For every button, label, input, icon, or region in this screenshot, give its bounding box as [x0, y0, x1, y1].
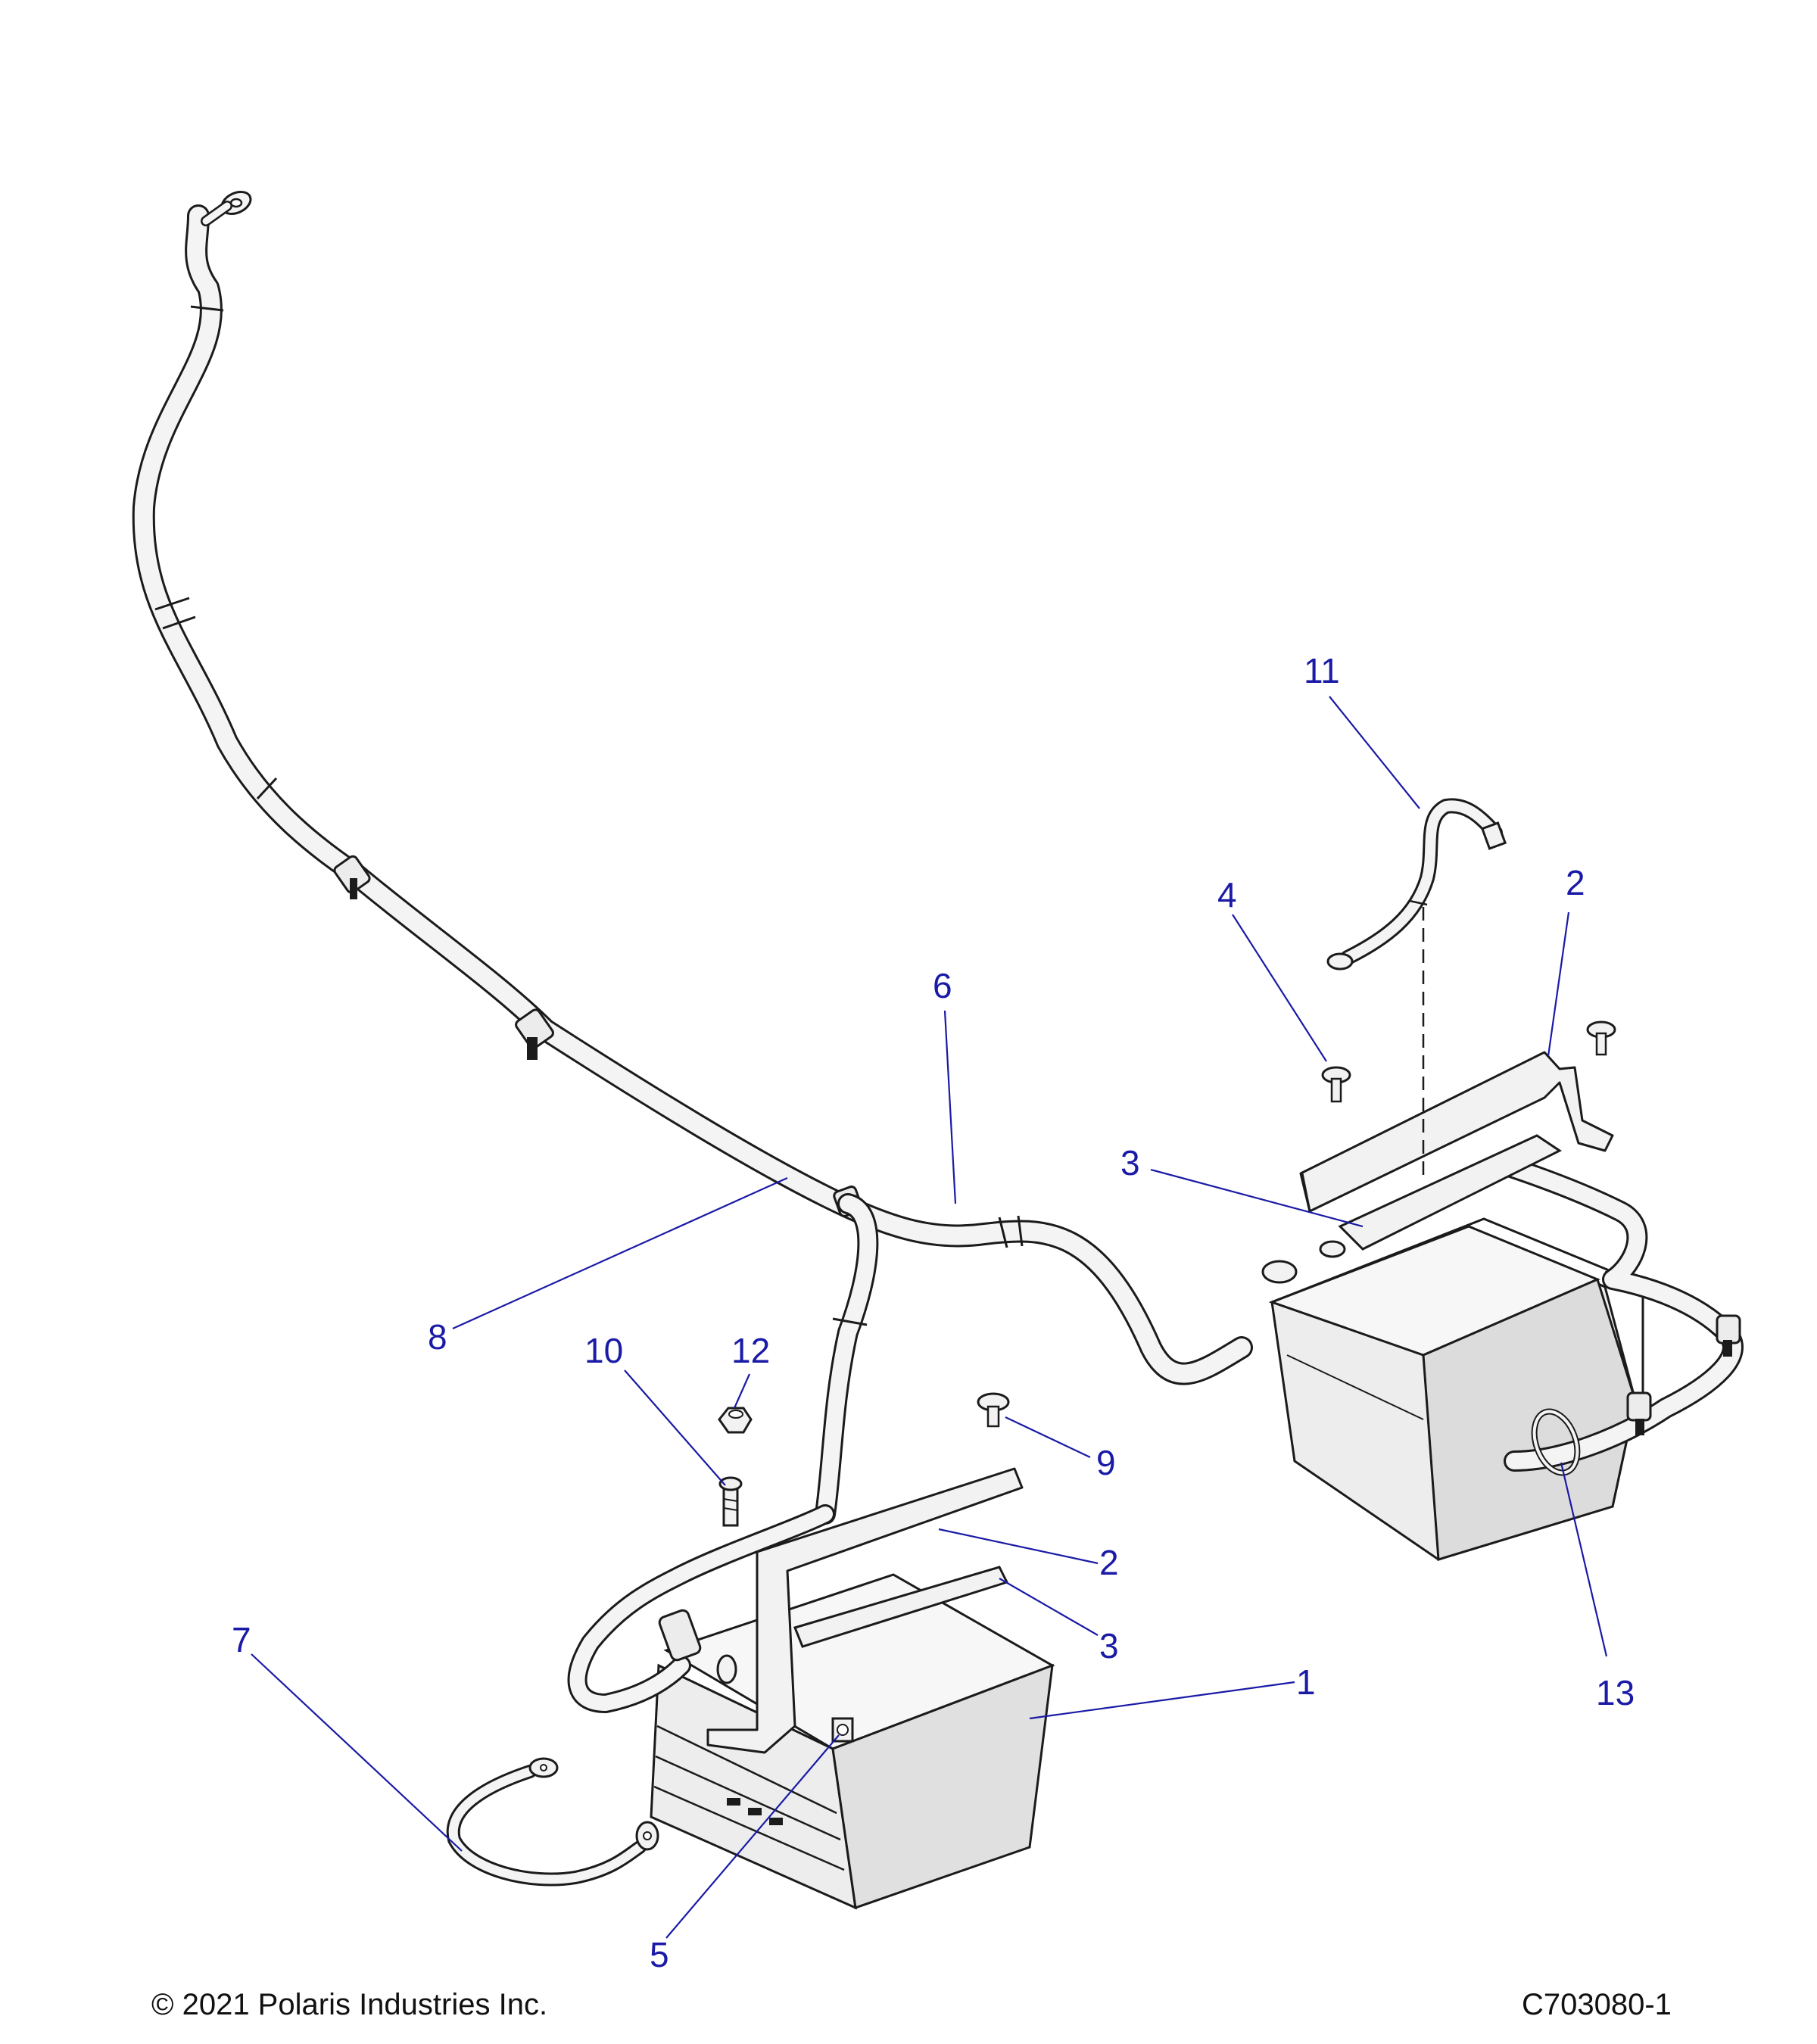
leader-lines — [251, 696, 1608, 1939]
callout-3-rear: 3 — [1120, 1143, 1140, 1182]
rear-battery — [1261, 1217, 1644, 1561]
copyright-notice: © 2021 Polaris Industries Inc. — [151, 1988, 548, 2021]
front-hold-down-bracket — [706, 1467, 1024, 1754]
callout-8: 8 — [428, 1317, 447, 1357]
callout-6: 6 — [933, 966, 952, 1005]
callout-4: 4 — [1217, 875, 1237, 915]
drawing-number: C703080-1 — [1522, 1988, 1672, 2021]
harness-branch-front — [815, 1193, 879, 1525]
nut-item-12 — [718, 1407, 753, 1434]
battery-jumper-cable — [446, 1757, 659, 1887]
rear-hold-down-bracket — [1299, 1051, 1614, 1213]
callout-1: 1 — [1296, 1662, 1316, 1702]
bolt-item-10 — [718, 1476, 743, 1527]
harness-clip — [333, 855, 371, 899]
callout-2-front: 2 — [1099, 1543, 1119, 1582]
callout-2-rear: 2 — [1566, 863, 1585, 902]
callout-numbers: 1 2 2 3 3 4 5 6 7 8 9 10 11 12 13 — [232, 651, 1635, 1974]
callout-3-front: 3 — [1099, 1626, 1119, 1665]
callout-11: 11 — [1304, 651, 1340, 690]
callout-13: 13 — [1596, 1673, 1635, 1712]
callout-9: 9 — [1096, 1443, 1116, 1482]
screw-item-9 — [977, 1392, 1010, 1428]
harness-clip — [515, 1008, 554, 1060]
short-ground-cable — [1326, 798, 1507, 971]
callout-7: 7 — [232, 1620, 251, 1659]
front-battery-cables — [567, 1504, 835, 1713]
callout-5: 5 — [650, 1935, 669, 1974]
rear-battery-pad — [1338, 1134, 1562, 1251]
callout-10: 10 — [584, 1331, 623, 1370]
callout-12: 12 — [731, 1331, 770, 1370]
screw-item-4 — [1321, 1066, 1351, 1103]
rear-battery-cables — [1496, 1155, 1744, 1476]
screw-rear-bracket — [1586, 1020, 1616, 1056]
main-harness-cable — [132, 190, 1253, 1385]
